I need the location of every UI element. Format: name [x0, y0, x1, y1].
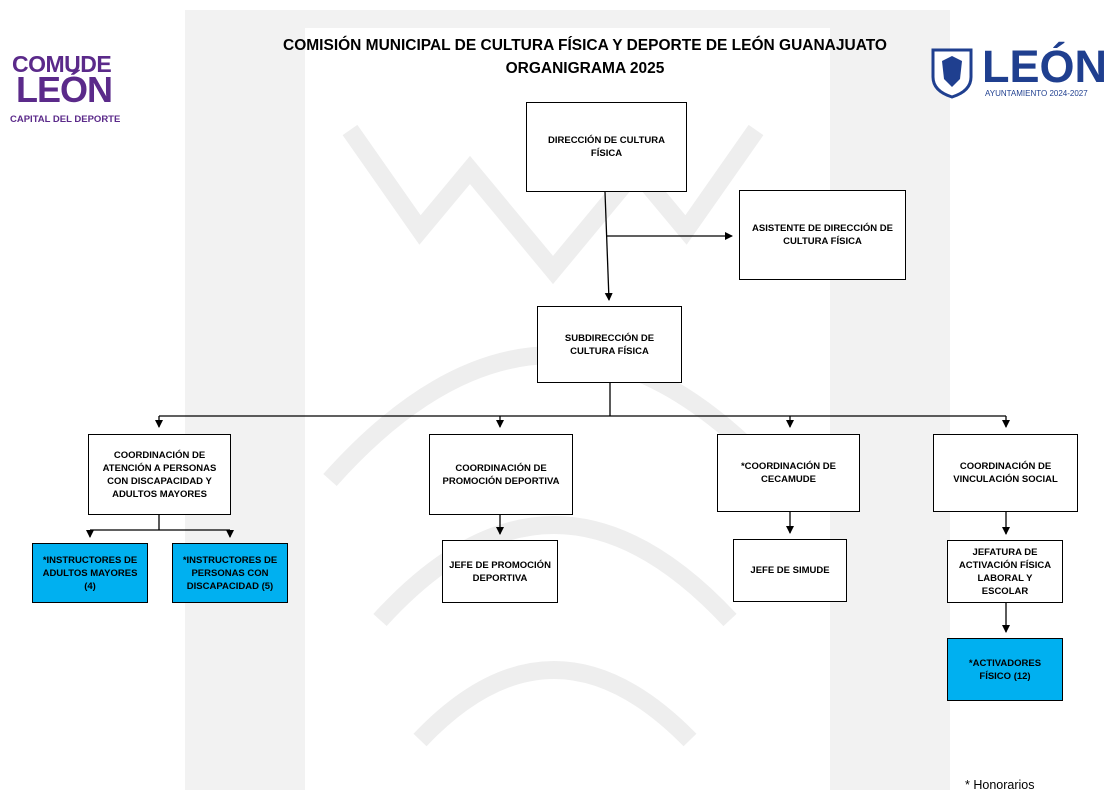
watermark-top [185, 10, 950, 28]
node-instructores-discapacidad: *INSTRUCTORES DE PERSONAS CON DISCAPACID… [172, 543, 288, 603]
comude-logo-line1: COMUDE [12, 51, 112, 77]
node-direccion: DIRECCIÓN DE CULTURA FÍSICA [526, 102, 687, 192]
comude-logo-tagline: CAPITAL DEL DEPORTE [10, 114, 121, 125]
node-jefe-promocion: JEFE DE PROMOCIÓN DEPORTIVA [442, 540, 558, 603]
node-subdireccion: SUBDIRECCIÓN DE CULTURA FÍSICA [537, 306, 682, 383]
leon-logo-tagline: AYUNTAMIENTO 2024-2027 [985, 89, 1088, 98]
page-subtitle: ORGANIGRAMA 2025 [505, 60, 665, 77]
node-coord-discapacidad: COORDINACIÓN DE ATENCIÓN A PERSONAS CON … [88, 434, 231, 515]
comude-logo: COMUDE LEÓN CAPITAL DEL DEPORTE [8, 52, 148, 132]
footnote-honorarios: * Honorarios [965, 778, 1035, 792]
leon-logo-name: LEÓN [982, 41, 1105, 92]
watermark-left [185, 10, 305, 790]
node-asistente: ASISTENTE DE DIRECCIÓN DE CULTURA FÍSICA [739, 190, 906, 280]
shield-icon [931, 48, 973, 99]
connector-direccion-subdireccion [604, 191, 613, 301]
page-title: COMISIÓN MUNICIPAL DE CULTURA FÍSICA Y D… [283, 37, 887, 54]
leon-ayuntamiento-logo: LEÓN AYUNTAMIENTO 2024-2027 [930, 42, 1105, 114]
node-instructores-adultos: *INSTRUCTORES DE ADULTOS MAYORES (4) [32, 543, 148, 603]
node-coord-cecamude: *COORDINACIÓN DE CECAMUDE [717, 434, 860, 512]
node-coord-vinculacion: COORDINACIÓN DE VINCULACIÓN SOCIAL [933, 434, 1078, 512]
comude-logo-line2: LEÓN [16, 69, 113, 110]
node-jefatura-activacion: JEFATURA DE ACTIVACIÓN FÍSICA LABORAL Y … [947, 540, 1063, 603]
node-coord-promocion: COORDINACIÓN DE PROMOCIÓN DEPORTIVA [429, 434, 573, 515]
node-jefe-simude: JEFE DE SIMUDE [733, 539, 847, 602]
node-activadores: *ACTIVADORES FÍSICO (12) [947, 638, 1063, 701]
watermark-right [830, 10, 950, 790]
